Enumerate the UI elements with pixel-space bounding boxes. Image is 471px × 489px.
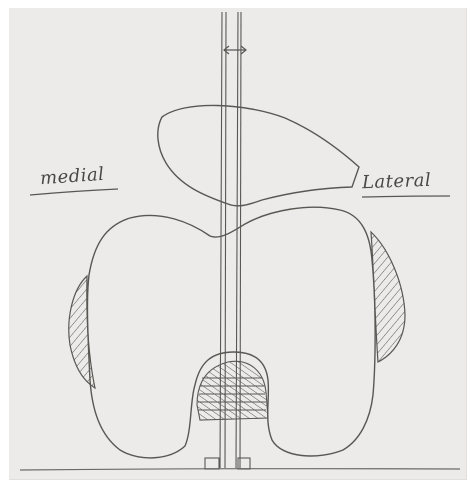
patella-outline <box>158 105 359 205</box>
femoral-condyles-outline <box>87 207 375 458</box>
medial-underline <box>30 189 118 195</box>
lateral-hatched-region <box>371 232 405 362</box>
intercondylar-structure <box>197 361 268 420</box>
base-marks <box>205 458 250 469</box>
double-headed-arrow-icon <box>224 46 246 54</box>
lateral-underline <box>362 196 450 197</box>
lateral-label: Lateral <box>362 170 432 193</box>
medial-hatched-region <box>69 276 95 388</box>
medial-label: medial <box>39 164 105 189</box>
